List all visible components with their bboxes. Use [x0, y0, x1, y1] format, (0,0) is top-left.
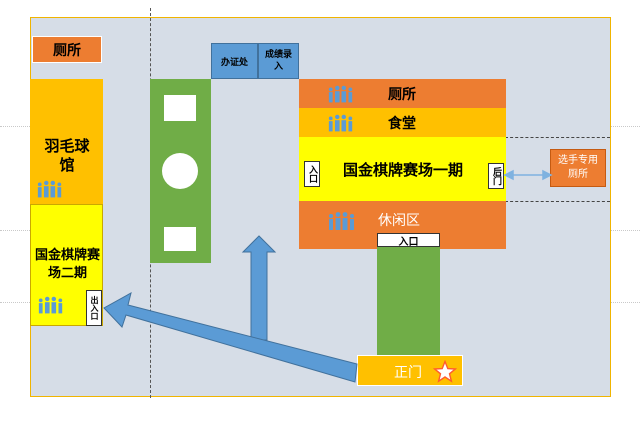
toilet-left: 厕所 [32, 36, 102, 63]
main-gate: 正门 [357, 355, 463, 386]
toilet-top: 厕所 [299, 79, 506, 108]
people-icon [328, 114, 353, 132]
lounge: 休闲区 [299, 201, 506, 249]
office-label: 办证处 [220, 57, 248, 68]
lounge-label: 休闲区 [378, 213, 420, 229]
canteen: 食堂 [299, 108, 506, 137]
white-square [164, 95, 196, 121]
player-toilet-label: 选手专用厕所 [558, 155, 598, 180]
corridor [377, 233, 440, 355]
star-icon [433, 360, 457, 383]
venue-1-back-door: 后门 [488, 163, 504, 189]
canteen-label: 食堂 [388, 115, 416, 132]
score-entry-label: 成绩录入 [265, 50, 293, 72]
toilet-top-label: 厕所 [388, 86, 416, 103]
dashed-line [505, 201, 610, 202]
venue-2: 国金棋牌赛场二期 出入口 [30, 204, 103, 326]
people-icon [328, 85, 353, 103]
people-icon [38, 296, 63, 314]
venue-2-exit-entrance: 出入口 [86, 290, 102, 326]
venue-1-entrance: 入口 [304, 161, 320, 187]
venue-1: 入口 国金棋牌赛场一期 后门 [299, 137, 506, 201]
venue-2-label: 国金棋牌赛场二期 [35, 248, 101, 281]
green-block [150, 79, 211, 263]
people-icon [37, 180, 62, 198]
main-gate-label: 正门 [394, 364, 422, 381]
dashed-line [505, 137, 610, 138]
venue-1-label: 国金棋牌赛场一期 [342, 160, 463, 179]
corridor-entrance: 入口 [377, 233, 440, 248]
score-entry-box: 成绩录入 [258, 43, 299, 79]
white-square [164, 227, 196, 251]
office-box: 办证处 [211, 43, 258, 79]
toilet-left-label: 厕所 [53, 42, 81, 59]
badminton-hall: 羽毛球馆 [30, 79, 103, 204]
badminton-hall-label: 羽毛球馆 [44, 137, 90, 174]
people-icon [329, 212, 354, 230]
player-toilet: 选手专用厕所 [550, 149, 606, 187]
white-circle [162, 153, 198, 189]
